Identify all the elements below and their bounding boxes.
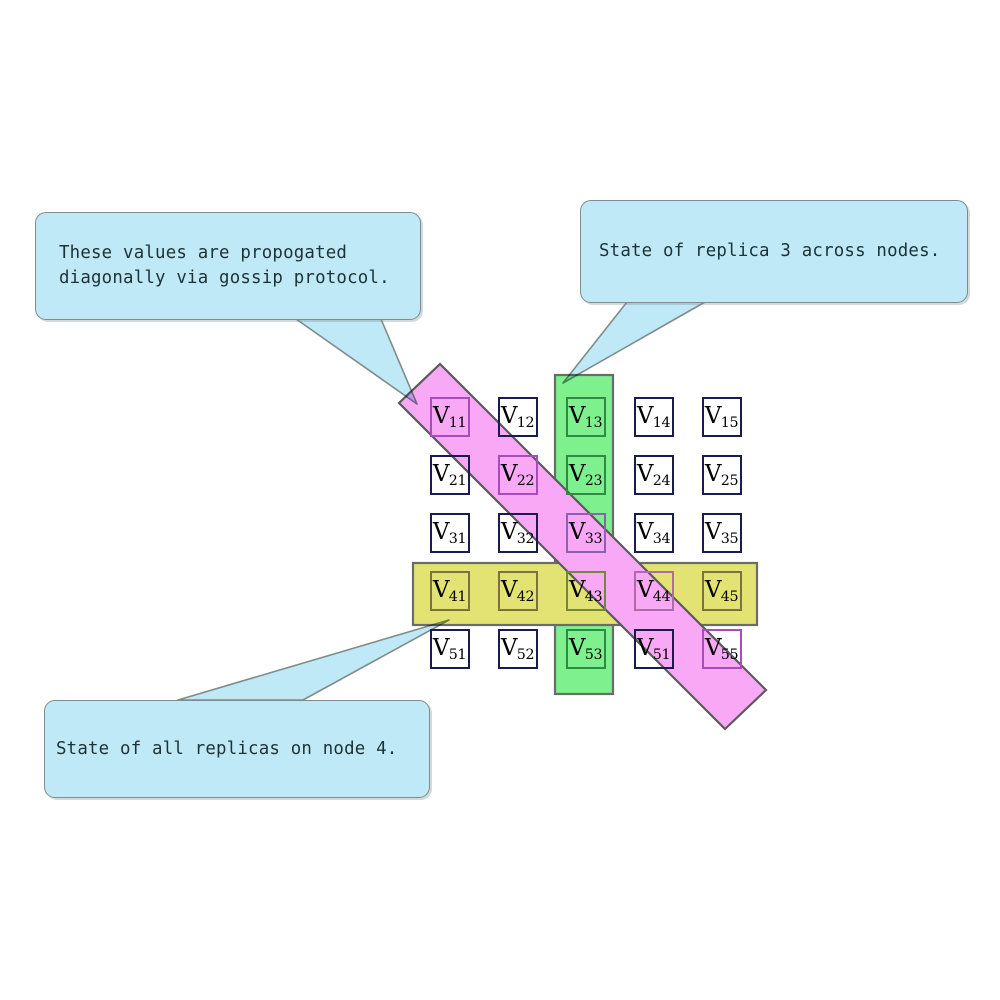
matrix-cell-5-4: V51	[634, 629, 674, 669]
matrix-cell-5-5: V55	[702, 629, 742, 669]
matrix-cell-3-2: V32	[498, 513, 538, 553]
callout-replica-text: State of replica 3 across nodes.	[599, 241, 941, 261]
matrix-cell-1-5: V15	[702, 397, 742, 437]
matrix-cell-1-2: V12	[498, 397, 538, 437]
matrix-cell-3-4: V34	[634, 513, 674, 553]
matrix-cell-4-4: V44	[634, 571, 674, 611]
matrix-cell-4-2: V42	[498, 571, 538, 611]
matrix-cell-3-5: V35	[702, 513, 742, 553]
matrix-cell-label: V52	[500, 634, 535, 664]
matrix-cell-label: V33	[568, 518, 603, 548]
matrix-cell-2-3: V23	[566, 455, 606, 495]
matrix-cell-label: V31	[432, 518, 467, 548]
matrix-cell-5-3: V53	[566, 629, 606, 669]
matrix-cell-label: V22	[500, 460, 535, 490]
matrix-cell-label: V45	[704, 576, 739, 606]
matrix-cell-5-2: V52	[498, 629, 538, 669]
matrix-cell-4-5: V45	[702, 571, 742, 611]
matrix-cell-2-5: V25	[702, 455, 742, 495]
matrix-cell-1-4: V14	[634, 397, 674, 437]
matrix-cell-label: V11	[432, 402, 467, 432]
matrix-cell-label: V44	[636, 576, 671, 606]
matrix-cell-4-3: V43	[566, 571, 606, 611]
matrix-cell-label: V24	[636, 460, 671, 490]
matrix-cell-label: V32	[500, 518, 535, 548]
matrix-cell-3-1: V31	[430, 513, 470, 553]
matrix-cell-label: V23	[568, 460, 603, 490]
matrix-cell-label: V41	[432, 576, 467, 606]
matrix-cell-label: V12	[500, 402, 535, 432]
matrix-cell-4-1: V41	[430, 571, 470, 611]
matrix-cell-label: V25	[704, 460, 739, 490]
matrix-cell-label: V35	[704, 518, 739, 548]
matrix-cell-label: V13	[568, 402, 603, 432]
callout-node-text: State of all replicas on node 4.	[56, 738, 398, 759]
matrix-cell-label: V42	[500, 576, 535, 606]
matrix-cell-label: V43	[568, 576, 603, 606]
matrix-cell-label: V51	[432, 634, 467, 664]
matrix-cell-label: V53	[568, 634, 603, 664]
callout-node: State of all replicas on node 4.	[44, 700, 430, 798]
callout-gossip-text: These values are propogated diagonally v…	[59, 243, 390, 288]
matrix-cell-2-2: V22	[498, 455, 538, 495]
callout-gossip: These values are propogated diagonally v…	[35, 212, 421, 320]
matrix-cell-label: V14	[636, 402, 671, 432]
matrix-cell-3-3: V33	[566, 513, 606, 553]
matrix-cell-2-1: V21	[430, 455, 470, 495]
matrix-cell-label: V21	[432, 460, 467, 490]
matrix-cell-label: V34	[636, 518, 671, 548]
matrix-cell-label: V55	[704, 634, 739, 664]
callout-replica: State of replica 3 across nodes.	[580, 200, 968, 303]
matrix-cell-5-1: V51	[430, 629, 470, 669]
matrix-cell-label: V15	[704, 402, 739, 432]
matrix-cell-2-4: V24	[634, 455, 674, 495]
matrix-cell-1-3: V13	[566, 397, 606, 437]
band-gossip-diagonal	[397, 362, 768, 731]
matrix-cell-1-1: V11	[430, 397, 470, 437]
matrix-cell-label: V51	[636, 634, 671, 664]
